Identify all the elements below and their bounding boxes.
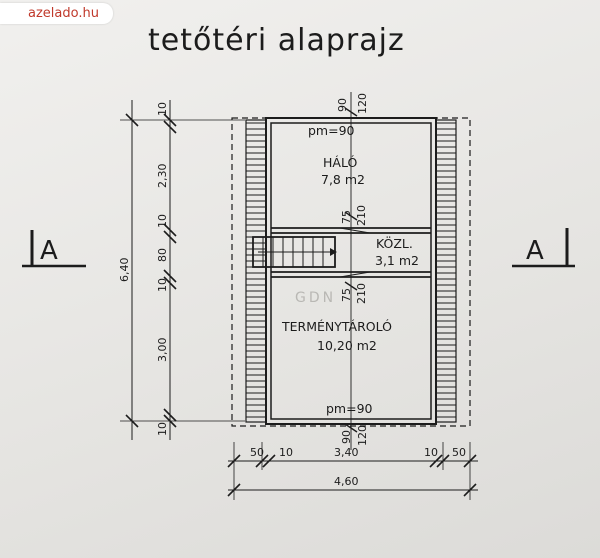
- hdim-seg-1: 50: [250, 446, 264, 459]
- stamp-text: GDN: [295, 290, 336, 306]
- plan-title: tetőtéri alaprajz: [148, 23, 405, 58]
- vertical-dimension-chain: [120, 100, 245, 440]
- hdim-seg-3: 3,40: [334, 446, 359, 459]
- background-stamp: GDN: [295, 290, 336, 306]
- dim-mid-top-a: 75: [340, 210, 353, 224]
- section-label-right: A: [526, 236, 544, 266]
- room-name-bedroom: HÁLÓ: [323, 155, 357, 170]
- height-label-top: pm=90: [308, 123, 355, 138]
- hdim-seg-5: 50: [452, 446, 466, 459]
- room-area-hallway: 3,1 m2: [375, 253, 419, 268]
- vdim-seg-1: 10: [156, 102, 169, 116]
- dim-mid-top-b: 210: [355, 205, 368, 226]
- room-name-storage: TERMÉNYTÁROLÓ: [281, 319, 392, 334]
- dim-bot-a: 90: [340, 430, 353, 444]
- dim-bot-b: 120: [356, 425, 369, 446]
- horizontal-dimension-chain: [227, 442, 478, 500]
- dim-mid-bot-b: 210: [355, 283, 368, 304]
- hdim-total: 4,60: [334, 475, 359, 488]
- vdim-seg-3: 10: [156, 214, 169, 228]
- section-label-left: A: [40, 236, 58, 266]
- vdim-seg-7: 10: [156, 422, 169, 436]
- left-knee-wall: [245, 119, 267, 423]
- vdim-total: 6,40: [118, 258, 131, 283]
- room-area-bedroom: 7,8 m2: [321, 172, 365, 187]
- hdim-seg-2: 10: [279, 446, 293, 459]
- section-mark-left: A: [22, 230, 86, 268]
- site-watermark: azelado.hu: [0, 3, 113, 24]
- dim-mid-bot-a: 75: [340, 288, 353, 302]
- section-mark-right: A: [512, 228, 575, 268]
- staircase: [252, 236, 337, 268]
- dim-top-a: 90: [336, 98, 349, 112]
- room-name-hallway: KÖZL.: [376, 235, 413, 251]
- height-label-bottom: pm=90: [326, 401, 373, 416]
- vdim-seg-4: 80: [156, 248, 169, 262]
- vdim-seg-5: 10: [156, 278, 169, 292]
- vdim-seg-6: 3,00: [156, 338, 169, 363]
- hdim-seg-4: 10: [424, 446, 438, 459]
- vdim-seg-2: 2,30: [156, 164, 169, 189]
- right-knee-wall: [435, 119, 457, 423]
- room-area-storage: 10,20 m2: [317, 338, 377, 353]
- dim-top-b: 120: [356, 93, 369, 114]
